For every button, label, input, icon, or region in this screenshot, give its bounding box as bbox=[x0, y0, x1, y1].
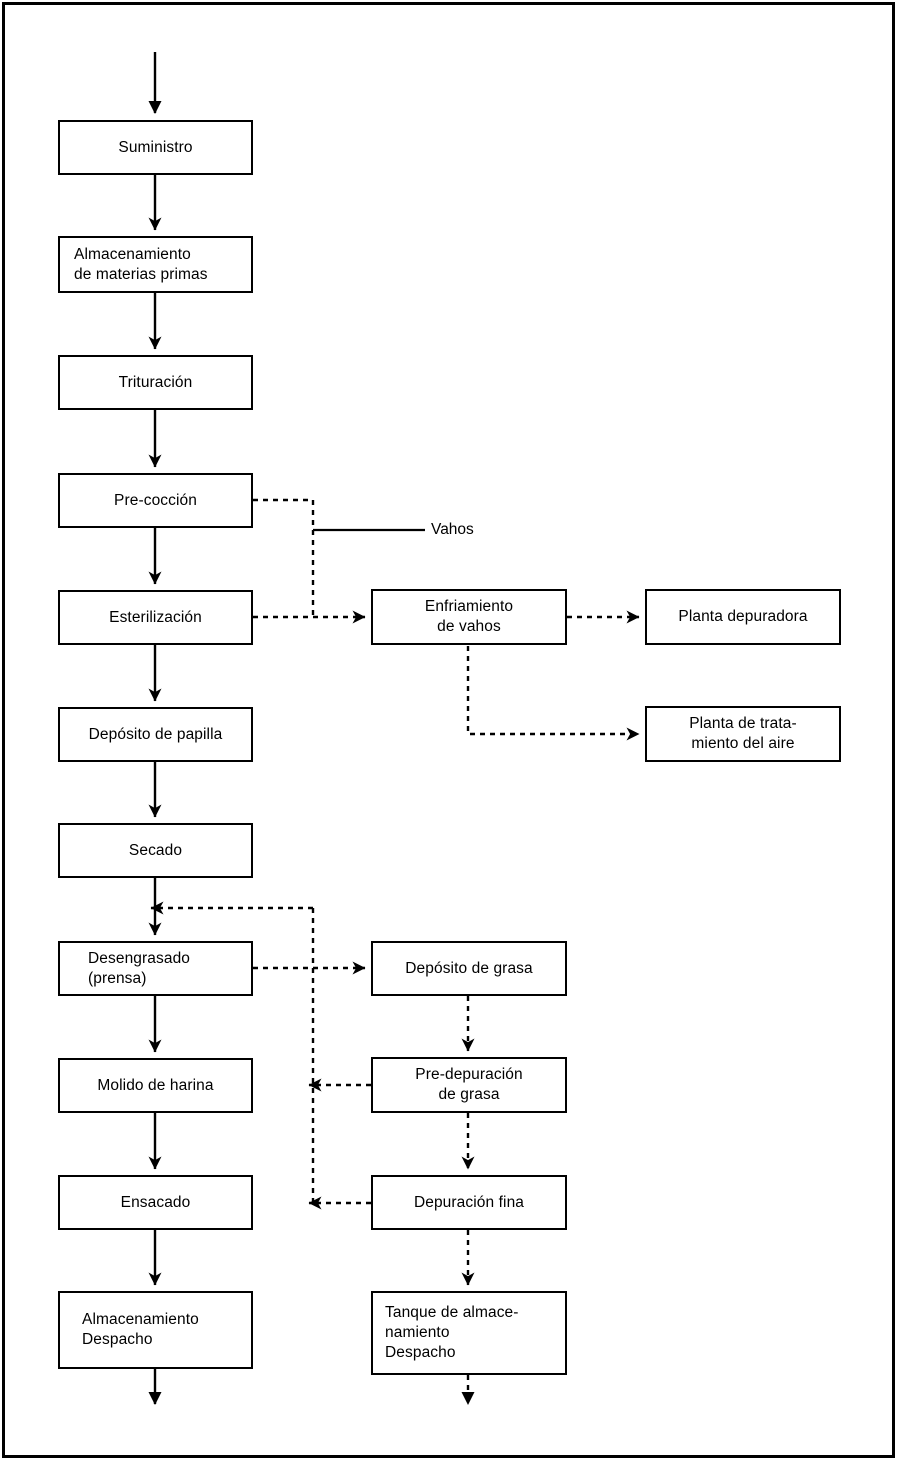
vahos-label: Vahos bbox=[431, 521, 474, 538]
node-esterilizacion[interactable]: Esterilización bbox=[58, 590, 253, 645]
node-planta-depuradora[interactable]: Planta depuradora bbox=[645, 589, 841, 645]
node-label: Depuración fina bbox=[413, 1193, 525, 1211]
node-label: Molido de harina bbox=[97, 1076, 214, 1094]
node-pre-coccion[interactable]: Pre-cocción bbox=[58, 473, 253, 528]
node-tanque-de-almacenamiento-despacho[interactable]: Tanque de almace- namiento Despacho bbox=[371, 1291, 567, 1375]
node-label: Depósito de grasa bbox=[405, 959, 533, 977]
node-molido-de-harina[interactable]: Molido de harina bbox=[58, 1058, 253, 1113]
node-label: Pre-cocción bbox=[114, 491, 197, 509]
node-label-line-3: Despacho bbox=[385, 1344, 456, 1361]
node-label-line-1: Planta de trata- bbox=[689, 715, 797, 732]
node-suministro[interactable]: Suministro bbox=[58, 120, 253, 175]
node-label-line-1: Almacenamiento bbox=[74, 245, 191, 263]
node-label: Suministro bbox=[118, 138, 193, 156]
node-label-line-1: Almacenamiento bbox=[82, 1311, 199, 1328]
node-label-line-1: Tanque de almace- bbox=[385, 1304, 519, 1321]
node-label: Trituración bbox=[118, 373, 193, 391]
node-label: Depósito de papilla bbox=[88, 725, 223, 743]
node-label-line-1: Pre-depuración bbox=[415, 1066, 523, 1083]
node-almacenamiento-materias-primas[interactable]: Almacenamiento de materias primas bbox=[58, 236, 253, 293]
node-label: Ensacado bbox=[120, 1193, 191, 1211]
node-label-line-2: de vahos bbox=[437, 618, 501, 635]
node-label-line-2: de grasa bbox=[438, 1086, 500, 1103]
node-label-line-2: miento del aire bbox=[691, 735, 795, 752]
node-label-line-2: Despacho bbox=[82, 1331, 153, 1348]
node-label-line-2: (prensa) bbox=[88, 969, 147, 987]
node-label: Secado bbox=[128, 841, 183, 859]
node-deposito-de-grasa[interactable]: Depósito de grasa bbox=[371, 941, 567, 996]
node-deposito-de-papilla[interactable]: Depósito de papilla bbox=[58, 707, 253, 762]
node-trituracion[interactable]: Trituración bbox=[58, 355, 253, 410]
node-label-line-1: Enfriamiento bbox=[424, 598, 514, 615]
node-ensacado[interactable]: Ensacado bbox=[58, 1175, 253, 1230]
node-desengrasado-prensa[interactable]: Desengrasado (prensa) bbox=[58, 941, 253, 996]
node-label-line-2: de materias primas bbox=[74, 265, 208, 283]
node-pre-depuracion-de-grasa[interactable]: Pre-depuración de grasa bbox=[371, 1057, 567, 1113]
node-label-line-2: namiento bbox=[385, 1324, 450, 1341]
node-label-line-1: Desengrasado bbox=[88, 949, 191, 967]
edge-precoccion-vahos-rail bbox=[253, 498, 315, 617]
node-planta-de-tratamiento-del-aire[interactable]: Planta de trata- miento del aire bbox=[645, 706, 841, 762]
node-label: Planta depuradora bbox=[678, 608, 808, 625]
edge-enfriamiento-plantatratamiento bbox=[466, 646, 640, 741]
node-almacenamiento-despacho[interactable]: Almacenamiento Despacho bbox=[58, 1291, 253, 1369]
node-secado[interactable]: Secado bbox=[58, 823, 253, 878]
node-depuracion-fina[interactable]: Depuración fina bbox=[371, 1175, 567, 1230]
node-label: Esterilización bbox=[109, 608, 202, 626]
node-enfriamiento-de-vahos[interactable]: Enfriamiento de vahos bbox=[371, 589, 567, 645]
